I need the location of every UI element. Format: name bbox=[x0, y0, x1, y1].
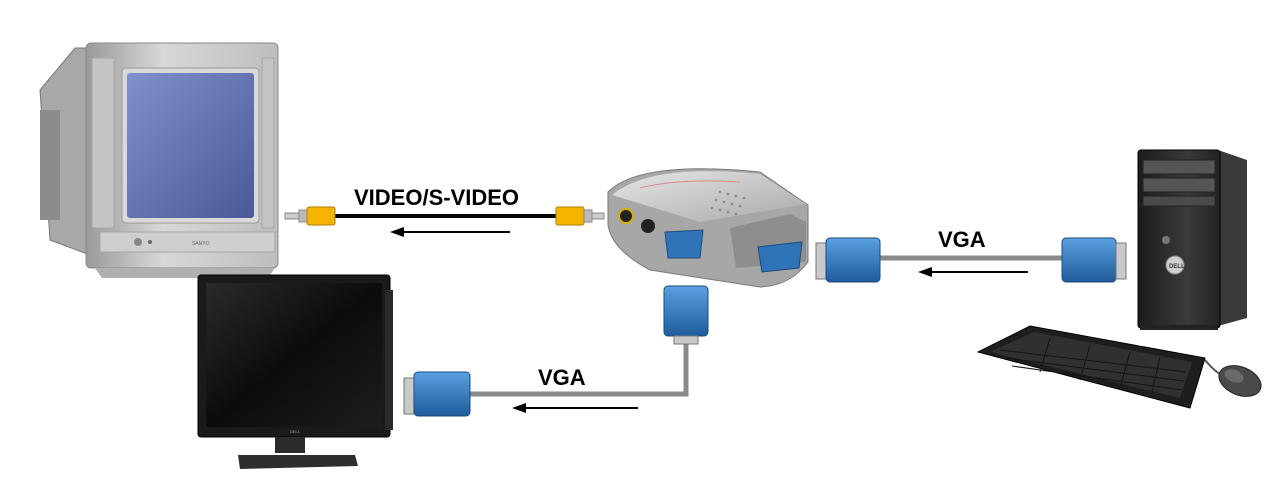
box-accent-line bbox=[639, 180, 741, 189]
arrow-to-tv-head bbox=[390, 227, 404, 237]
keyboard bbox=[976, 325, 1206, 409]
rca-cable bbox=[284, 206, 605, 237]
monitor-screen bbox=[206, 283, 382, 427]
tv-screen bbox=[127, 73, 254, 218]
rca-collar-right bbox=[583, 209, 593, 223]
vga-pc-shell-right bbox=[1115, 242, 1127, 280]
tv-brand: SANYO bbox=[192, 241, 210, 247]
pc-drive-bay-3 bbox=[1142, 195, 1216, 207]
box-vents bbox=[710, 190, 746, 216]
vga-cable-monitor-line bbox=[470, 343, 689, 397]
arrow-to-monitor-head bbox=[512, 403, 526, 413]
box-rca-port bbox=[618, 208, 634, 224]
box-vga-out-port bbox=[757, 241, 803, 273]
vga-pc-plug-right bbox=[1061, 237, 1117, 283]
tv-speaker-right bbox=[261, 57, 275, 229]
tv-led bbox=[148, 240, 152, 244]
pc-drive-bay-2 bbox=[1142, 177, 1216, 193]
pc-drive-bay-1 bbox=[1142, 159, 1216, 175]
vga-cable-pc bbox=[815, 237, 1127, 283]
pc-brand: DELL bbox=[1169, 264, 1185, 270]
keyboard-keys bbox=[990, 332, 1192, 398]
lcd-monitor: DELL bbox=[197, 274, 393, 469]
pc-logo-badge bbox=[1165, 255, 1185, 275]
rca-plug-right bbox=[555, 206, 585, 226]
vga-mon-plug-top bbox=[663, 285, 709, 337]
tower-pc: DELL bbox=[1137, 149, 1247, 330]
rca-tip-left bbox=[284, 212, 300, 220]
tv-control-panel bbox=[99, 231, 276, 253]
mouse-highlight bbox=[1224, 369, 1244, 383]
vga-pc-shell-left bbox=[815, 242, 827, 280]
vga-mon-plug-left bbox=[413, 371, 471, 417]
box-svideo-port bbox=[641, 219, 655, 233]
label-video-svideo: VIDEO/S-VIDEO bbox=[354, 185, 520, 210]
converter-box bbox=[607, 168, 809, 288]
box-vga-in-port bbox=[664, 229, 704, 259]
monitor-brand: DELL bbox=[290, 429, 301, 434]
pc-front bbox=[1137, 149, 1221, 329]
mouse bbox=[1204, 359, 1262, 397]
vga-cable-monitor bbox=[403, 285, 709, 417]
vga-pc-plug-left bbox=[825, 237, 881, 283]
tv-vent bbox=[40, 110, 60, 220]
vga-mon-collar-top bbox=[673, 335, 699, 345]
monitor-stand-base bbox=[238, 455, 358, 469]
label-vga-pc: VGA bbox=[938, 227, 986, 252]
rca-tip-right bbox=[591, 212, 605, 220]
crt-tv: SANYO bbox=[39, 42, 279, 278]
label-vga-monitor: VGA bbox=[538, 365, 586, 390]
vga-mon-shell-left bbox=[403, 377, 415, 415]
pc-side bbox=[1218, 150, 1247, 326]
keyboard-key-grid bbox=[999, 337, 1187, 393]
monitor-neck bbox=[275, 437, 305, 453]
arrow-to-box-head bbox=[918, 267, 932, 277]
rca-collar-left bbox=[298, 209, 308, 223]
tv-speaker-left bbox=[91, 57, 115, 229]
monitor-side bbox=[385, 290, 393, 430]
pc-foot bbox=[1140, 325, 1218, 330]
pc-power-button bbox=[1162, 236, 1170, 244]
rca-plug-left bbox=[306, 206, 336, 226]
tv-power-button bbox=[134, 238, 142, 246]
